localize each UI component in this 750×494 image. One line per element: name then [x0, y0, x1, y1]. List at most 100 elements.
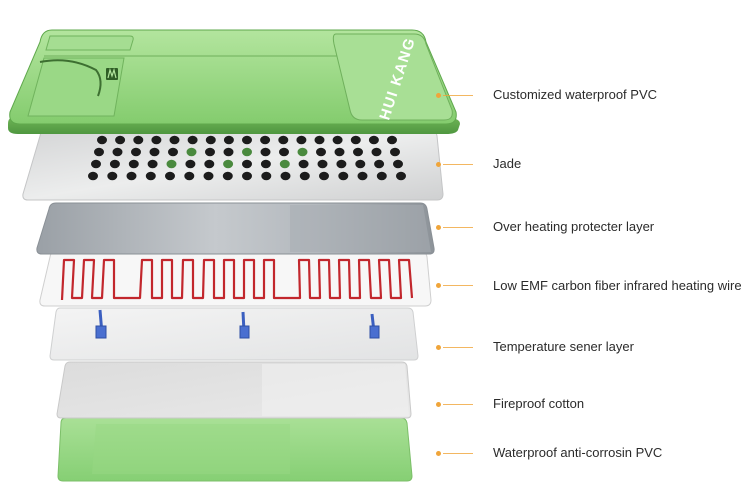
jade-stone	[353, 147, 363, 157]
jade-stone	[147, 159, 158, 169]
jade-stone	[223, 159, 234, 169]
carbon-fiber-heating-wire-layer	[39, 250, 432, 307]
jade-stone	[332, 135, 343, 145]
jade-stone	[371, 147, 382, 157]
leader-line-6	[443, 404, 473, 405]
label-carbon-fiber-heating-wire: Low EMF carbon fiber infrared heating wi…	[493, 278, 742, 293]
waterproof-anti-corrosin-pvc-layer	[57, 417, 413, 482]
callout-dot-7	[436, 451, 441, 456]
label-waterproof-anti-corrosin-pvc: Waterproof anti-corrosin PVC	[493, 445, 663, 460]
jade-stone-grid	[88, 135, 406, 181]
callout-dot-3	[436, 225, 441, 230]
jade-stone	[242, 135, 252, 145]
jade-stone	[128, 159, 139, 169]
jade-stone	[368, 135, 379, 145]
jade-stone	[314, 135, 325, 145]
jade-stone	[133, 135, 144, 145]
jade-stone	[205, 135, 216, 145]
jade-stone	[223, 135, 234, 145]
jade-stone	[355, 159, 366, 169]
jade-stone	[126, 171, 137, 181]
jade-stone	[296, 135, 307, 145]
jade-stone	[94, 147, 104, 157]
over-heating-protecter-layer	[36, 202, 435, 255]
jade-stone	[280, 171, 291, 181]
callout-dot-4	[436, 283, 441, 288]
jade-stone	[168, 147, 178, 157]
pvc-right-panel: HUI KANG	[332, 33, 453, 122]
label-customized-waterproof-pvc: Customized waterproof PVC	[493, 87, 658, 102]
label-jade: Jade	[493, 156, 522, 171]
leader-line-4	[443, 285, 473, 286]
jade-stone	[203, 171, 214, 181]
jade-stone	[374, 159, 385, 169]
jade-stone	[186, 147, 197, 157]
jade-stone	[97, 135, 107, 145]
sensor-probe-left	[95, 309, 107, 339]
jade-stone	[390, 147, 400, 157]
jade-stone	[298, 159, 309, 169]
jade-stone	[149, 147, 160, 157]
jade-stone	[91, 159, 101, 169]
jade-stone	[316, 147, 326, 157]
pvc-left-panel	[27, 57, 125, 117]
jade-stone	[223, 147, 234, 157]
jade-stone	[393, 159, 403, 169]
jade-stone	[115, 135, 126, 145]
jade-stone	[260, 135, 271, 145]
jade-stone	[131, 147, 141, 157]
pvc-curve	[39, 59, 102, 97]
sensor-probe-right	[369, 313, 380, 339]
pvc-left-tab	[45, 35, 134, 51]
logo-icon	[106, 67, 118, 80]
jade-stone	[204, 159, 215, 169]
jade-stone	[317, 159, 328, 169]
customized-waterproof-pvc-layer: HUI KANG	[8, 29, 460, 134]
jade-stone	[387, 135, 397, 145]
jade-stone	[242, 147, 252, 157]
jade-stone	[185, 159, 196, 169]
sensor-probe-center	[239, 311, 250, 339]
jade-stone	[278, 135, 289, 145]
jade-stone	[299, 171, 310, 181]
temperature-sensor-layer	[49, 307, 419, 361]
leader-line-3	[443, 227, 473, 228]
jade-stone	[319, 171, 329, 181]
jade-stone	[88, 171, 98, 181]
jade-layer	[22, 129, 444, 201]
jade-stone	[187, 135, 198, 145]
jade-stone	[165, 171, 175, 181]
jade-stone	[145, 171, 156, 181]
jade-stone	[334, 147, 345, 157]
jade-stone	[109, 159, 120, 169]
heating-wire-path	[60, 258, 414, 301]
jade-stone	[279, 159, 290, 169]
jade-stone	[242, 159, 252, 169]
fireproof-cotton-layer	[56, 361, 412, 419]
leader-line-1	[443, 95, 473, 96]
leader-line-2	[443, 164, 473, 165]
callout-dot-5	[436, 345, 441, 350]
label-temperature-sener-layer: Temperature sener layer	[493, 339, 634, 354]
jade-stone	[376, 171, 387, 181]
jade-stone	[222, 171, 233, 181]
jade-stone	[336, 159, 347, 169]
jade-stone	[279, 147, 289, 157]
jade-stone	[261, 171, 272, 181]
callout-dot-1	[436, 93, 441, 98]
jade-stone	[242, 171, 252, 181]
leader-line-5	[443, 347, 473, 348]
label-fireproof-cotton: Fireproof cotton	[493, 396, 585, 411]
jade-stone	[107, 171, 118, 181]
jade-stone	[260, 159, 271, 169]
jade-stone	[297, 147, 308, 157]
jade-stone	[357, 171, 368, 181]
callout-dot-6	[436, 402, 441, 407]
leader-line-7	[443, 453, 473, 454]
jade-stone	[151, 135, 162, 145]
jade-stone	[338, 171, 349, 181]
callout-dot-2	[436, 162, 441, 167]
jade-stone	[169, 135, 180, 145]
jade-stone	[350, 135, 361, 145]
